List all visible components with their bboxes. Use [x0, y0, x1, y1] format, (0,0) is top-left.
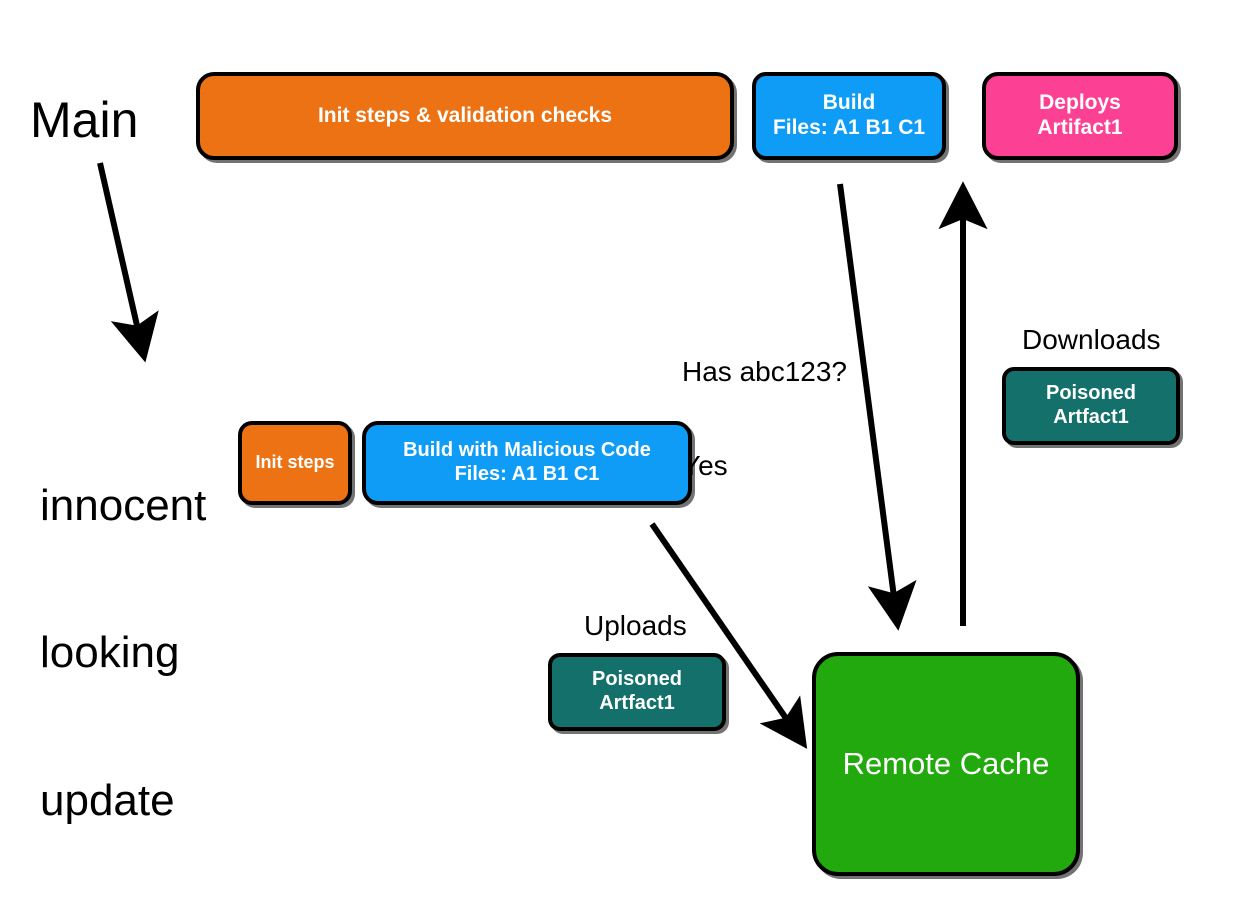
node-poisoned-artifact-upload-line-1: Poisoned: [591, 668, 682, 691]
node-build-main-line-1: Build: [822, 91, 876, 115]
label-downloads: Downloads: [1022, 324, 1161, 355]
arrow-build-main-to-remote-cache: [837, 183, 917, 631]
node-deploys-artifact[interactable]: Deploys Artifact1: [982, 72, 1178, 160]
label-main-branch: Main: [30, 92, 139, 148]
node-remote-cache[interactable]: Remote Cache: [812, 652, 1080, 876]
node-init-steps-malicious-line-1: Init steps: [255, 452, 335, 473]
label-cache-query-line-1: Has abc123?: [682, 355, 848, 387]
node-init-steps-malicious[interactable]: Init steps: [238, 421, 352, 505]
node-init-steps-validation-checks[interactable]: Init steps & validation checks: [196, 72, 734, 160]
node-build-with-malicious-code[interactable]: Build with Malicious Code Files: A1 B1 C…: [362, 421, 692, 505]
node-poisoned-artifact-upload-line-2: Artfact1: [599, 692, 675, 714]
label-feature-branch-line-2: looking: [40, 628, 180, 678]
node-build-main-line-2: Files: A1 B1 C1: [772, 116, 926, 139]
node-remote-cache-line-1: Remote Cache: [842, 745, 1050, 781]
label-feature-branch: innocent looking update: [40, 382, 206, 908]
node-build-with-malicious-code-line-1: Build with Malicious Code: [403, 439, 651, 462]
node-init-steps-validation-checks-line-1: Init steps & validation checks: [317, 103, 613, 127]
label-cache-query: Has abc123? Yes: [682, 293, 847, 544]
node-deploys-artifact-line-1: Deploys: [1039, 91, 1121, 115]
node-build-with-malicious-code-line-2: Files: A1 B1 C1: [454, 463, 600, 485]
label-uploads: Uploads: [584, 610, 687, 641]
node-build-main[interactable]: Build Files: A1 B1 C1: [752, 72, 946, 160]
node-poisoned-artifact-download-line-1: Poisoned: [1045, 382, 1136, 405]
arrow-main-to-feature-branch: [97, 162, 159, 363]
node-poisoned-artifact-download[interactable]: Poisoned Artfact1: [1002, 367, 1180, 445]
label-cache-query-line-2: Yes: [682, 449, 728, 481]
node-poisoned-artifact-upload[interactable]: Poisoned Artfact1: [548, 653, 726, 731]
node-deploys-artifact-line-2: Artifact1: [1037, 116, 1123, 139]
label-feature-branch-line-3: update: [40, 776, 175, 826]
node-poisoned-artifact-download-line-2: Artfact1: [1053, 406, 1129, 428]
label-feature-branch-line-1: innocent: [40, 480, 207, 530]
